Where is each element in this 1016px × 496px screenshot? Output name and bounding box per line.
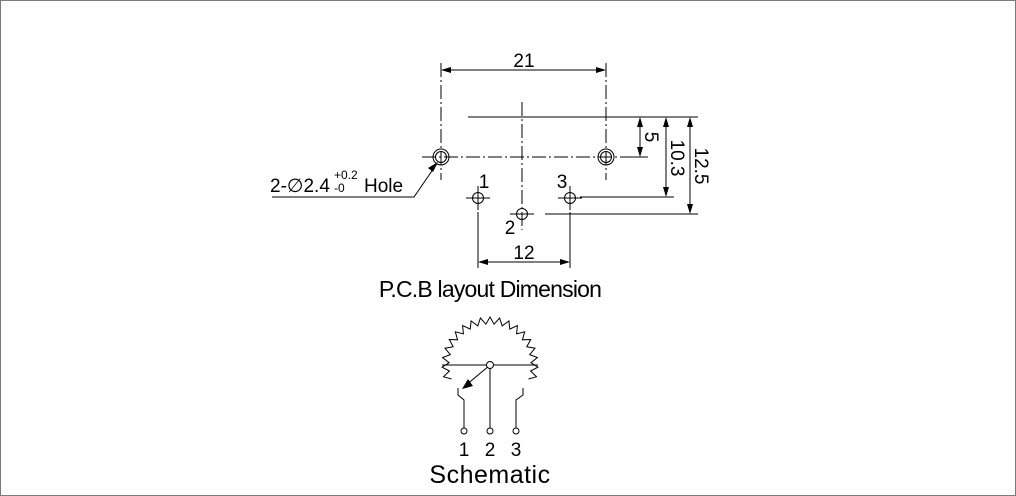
schematic-wiper bbox=[462, 361, 494, 389]
pin-hole-3: 3 bbox=[557, 172, 582, 210]
schematic-lead-1 bbox=[457, 388, 465, 428]
mount-hole-left bbox=[432, 148, 450, 166]
pin-hole-2: 2 bbox=[505, 208, 534, 239]
dim-12-5-label: 12.5 bbox=[690, 148, 711, 185]
pcb-layout-title: P.C.B layout Dimension bbox=[379, 276, 601, 302]
pcb-pin-label-3: 3 bbox=[557, 172, 568, 193]
schematic-terminal-3 bbox=[512, 427, 520, 435]
schematic: 1 2 3 Schematic bbox=[429, 315, 550, 489]
dim-10-3-label: 10.3 bbox=[666, 140, 687, 177]
schematic-pin-label-2: 2 bbox=[485, 440, 496, 461]
pcb-pin-label-2: 2 bbox=[505, 218, 516, 239]
schematic-title: Schematic bbox=[429, 461, 550, 489]
dim-pin-spacing-label: 12 bbox=[513, 243, 534, 264]
hole-tolerance-upper: +0.2 bbox=[334, 168, 358, 182]
hole-callout: 2-∅2.4 +0.2 -0 Hole bbox=[270, 162, 438, 198]
schematic-terminal-1 bbox=[460, 427, 468, 435]
dimension-pin-spacing: 12 bbox=[477, 212, 571, 268]
dim-5-label: 5 bbox=[640, 132, 661, 143]
hole-tolerance-lower: -0 bbox=[334, 181, 345, 195]
dimension-5: 5 bbox=[637, 117, 661, 157]
pcb-pin-label-1: 1 bbox=[479, 172, 490, 193]
schematic-pin-label-3: 3 bbox=[511, 440, 522, 461]
hole-callout-suffix: Hole bbox=[364, 176, 403, 197]
pin-hole-1: 1 bbox=[466, 172, 490, 210]
center-lines bbox=[422, 63, 624, 230]
mount-hole-right bbox=[597, 148, 615, 166]
schematic-terminal-2 bbox=[486, 427, 494, 435]
dimension-width: 21 bbox=[441, 51, 606, 73]
schematic-resistive-element bbox=[441, 315, 539, 380]
dim-width-label: 21 bbox=[513, 51, 534, 72]
dimension-10-3: 10.3 bbox=[663, 117, 687, 197]
pcb-layout: 21 5 10.3 12.5 bbox=[270, 51, 711, 302]
hole-callout-text: 2-∅2.4 bbox=[270, 176, 330, 197]
schematic-pin-label-1: 1 bbox=[459, 440, 470, 461]
schematic-lead-3 bbox=[515, 388, 524, 428]
dimension-12-5: 12.5 bbox=[687, 117, 711, 214]
